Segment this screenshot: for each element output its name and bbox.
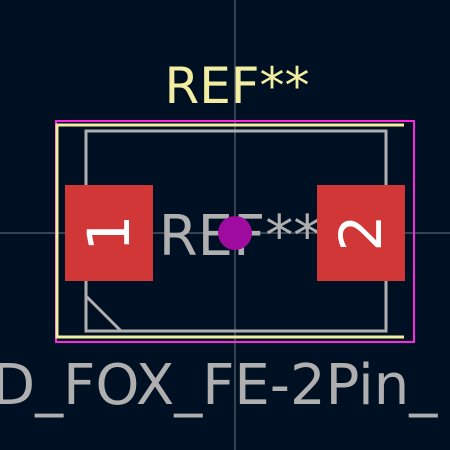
pad-2-copper[interactable]	[317, 185, 405, 281]
footprint-value-text[interactable]: D_FOX_FE-2Pin_	[0, 353, 438, 418]
pad-1-copper[interactable]	[65, 185, 153, 281]
silkscreen-outline[interactable]	[55, 123, 404, 339]
pad-2-number: 2	[327, 215, 395, 252]
fabrication-pin1-chamfer	[84, 294, 123, 333]
pad-2[interactable]: 2	[317, 185, 405, 281]
pad-1[interactable]: 1	[65, 185, 153, 281]
footprint-anchor[interactable]	[218, 216, 252, 250]
pad-1-number: 1	[75, 215, 143, 252]
silkscreen-reference-text[interactable]: REF**	[164, 57, 309, 115]
